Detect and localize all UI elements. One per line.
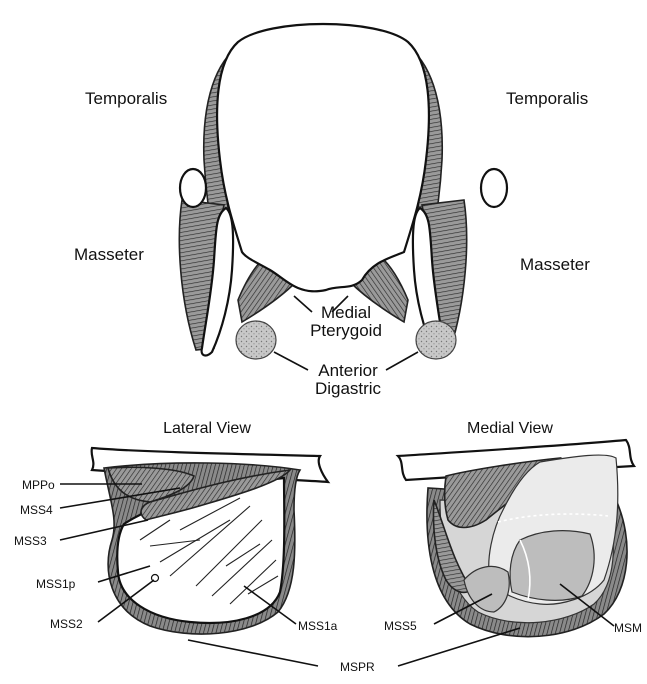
anterior-digastric-left: [236, 321, 276, 359]
leader-mspr-left: [188, 640, 318, 666]
label-mss1p: MSS1p: [36, 577, 76, 591]
coronal-section: Temporalis Temporalis Masseter Masseter …: [74, 24, 590, 398]
medial-view: Medial View MSS5 MSM: [384, 420, 642, 637]
label-masseter-left: Masseter: [74, 245, 144, 264]
leader-digastric-left: [274, 352, 308, 370]
leader-mspr-right: [398, 628, 520, 666]
lateral-view: Lateral View MPPo: [14, 420, 338, 634]
label-msm: MSM: [614, 621, 642, 635]
skull-outline: [217, 24, 429, 291]
condyle-right: [481, 169, 507, 207]
label-medial: Medial: [321, 303, 371, 322]
label-mppo: MPPo: [22, 478, 55, 492]
label-mss1a: MSS1a: [298, 619, 338, 633]
medial-view-title: Medial View: [467, 420, 553, 437]
label-anterior: Anterior: [318, 361, 378, 380]
label-temporalis-left: Temporalis: [85, 89, 167, 108]
leader-pterygoid-left: [294, 296, 312, 312]
label-digastric: Digastric: [315, 379, 382, 398]
label-temporalis-right: Temporalis: [506, 89, 588, 108]
label-pterygoid: Pterygoid: [310, 321, 382, 340]
label-mspr: MSPR: [340, 660, 375, 674]
label-masseter-right: Masseter: [520, 255, 590, 274]
label-mss3: MSS3: [14, 534, 47, 548]
mspr-callout: MSPR: [188, 628, 520, 674]
label-mss4: MSS4: [20, 503, 53, 517]
condyle-left: [180, 169, 206, 207]
anterior-digastric-right: [416, 321, 456, 359]
label-mss5: MSS5: [384, 619, 417, 633]
leader-digastric-right: [386, 352, 418, 370]
msm-inner-plate: [510, 531, 594, 601]
lateral-view-title: Lateral View: [163, 420, 251, 437]
label-mss2: MSS2: [50, 617, 83, 631]
